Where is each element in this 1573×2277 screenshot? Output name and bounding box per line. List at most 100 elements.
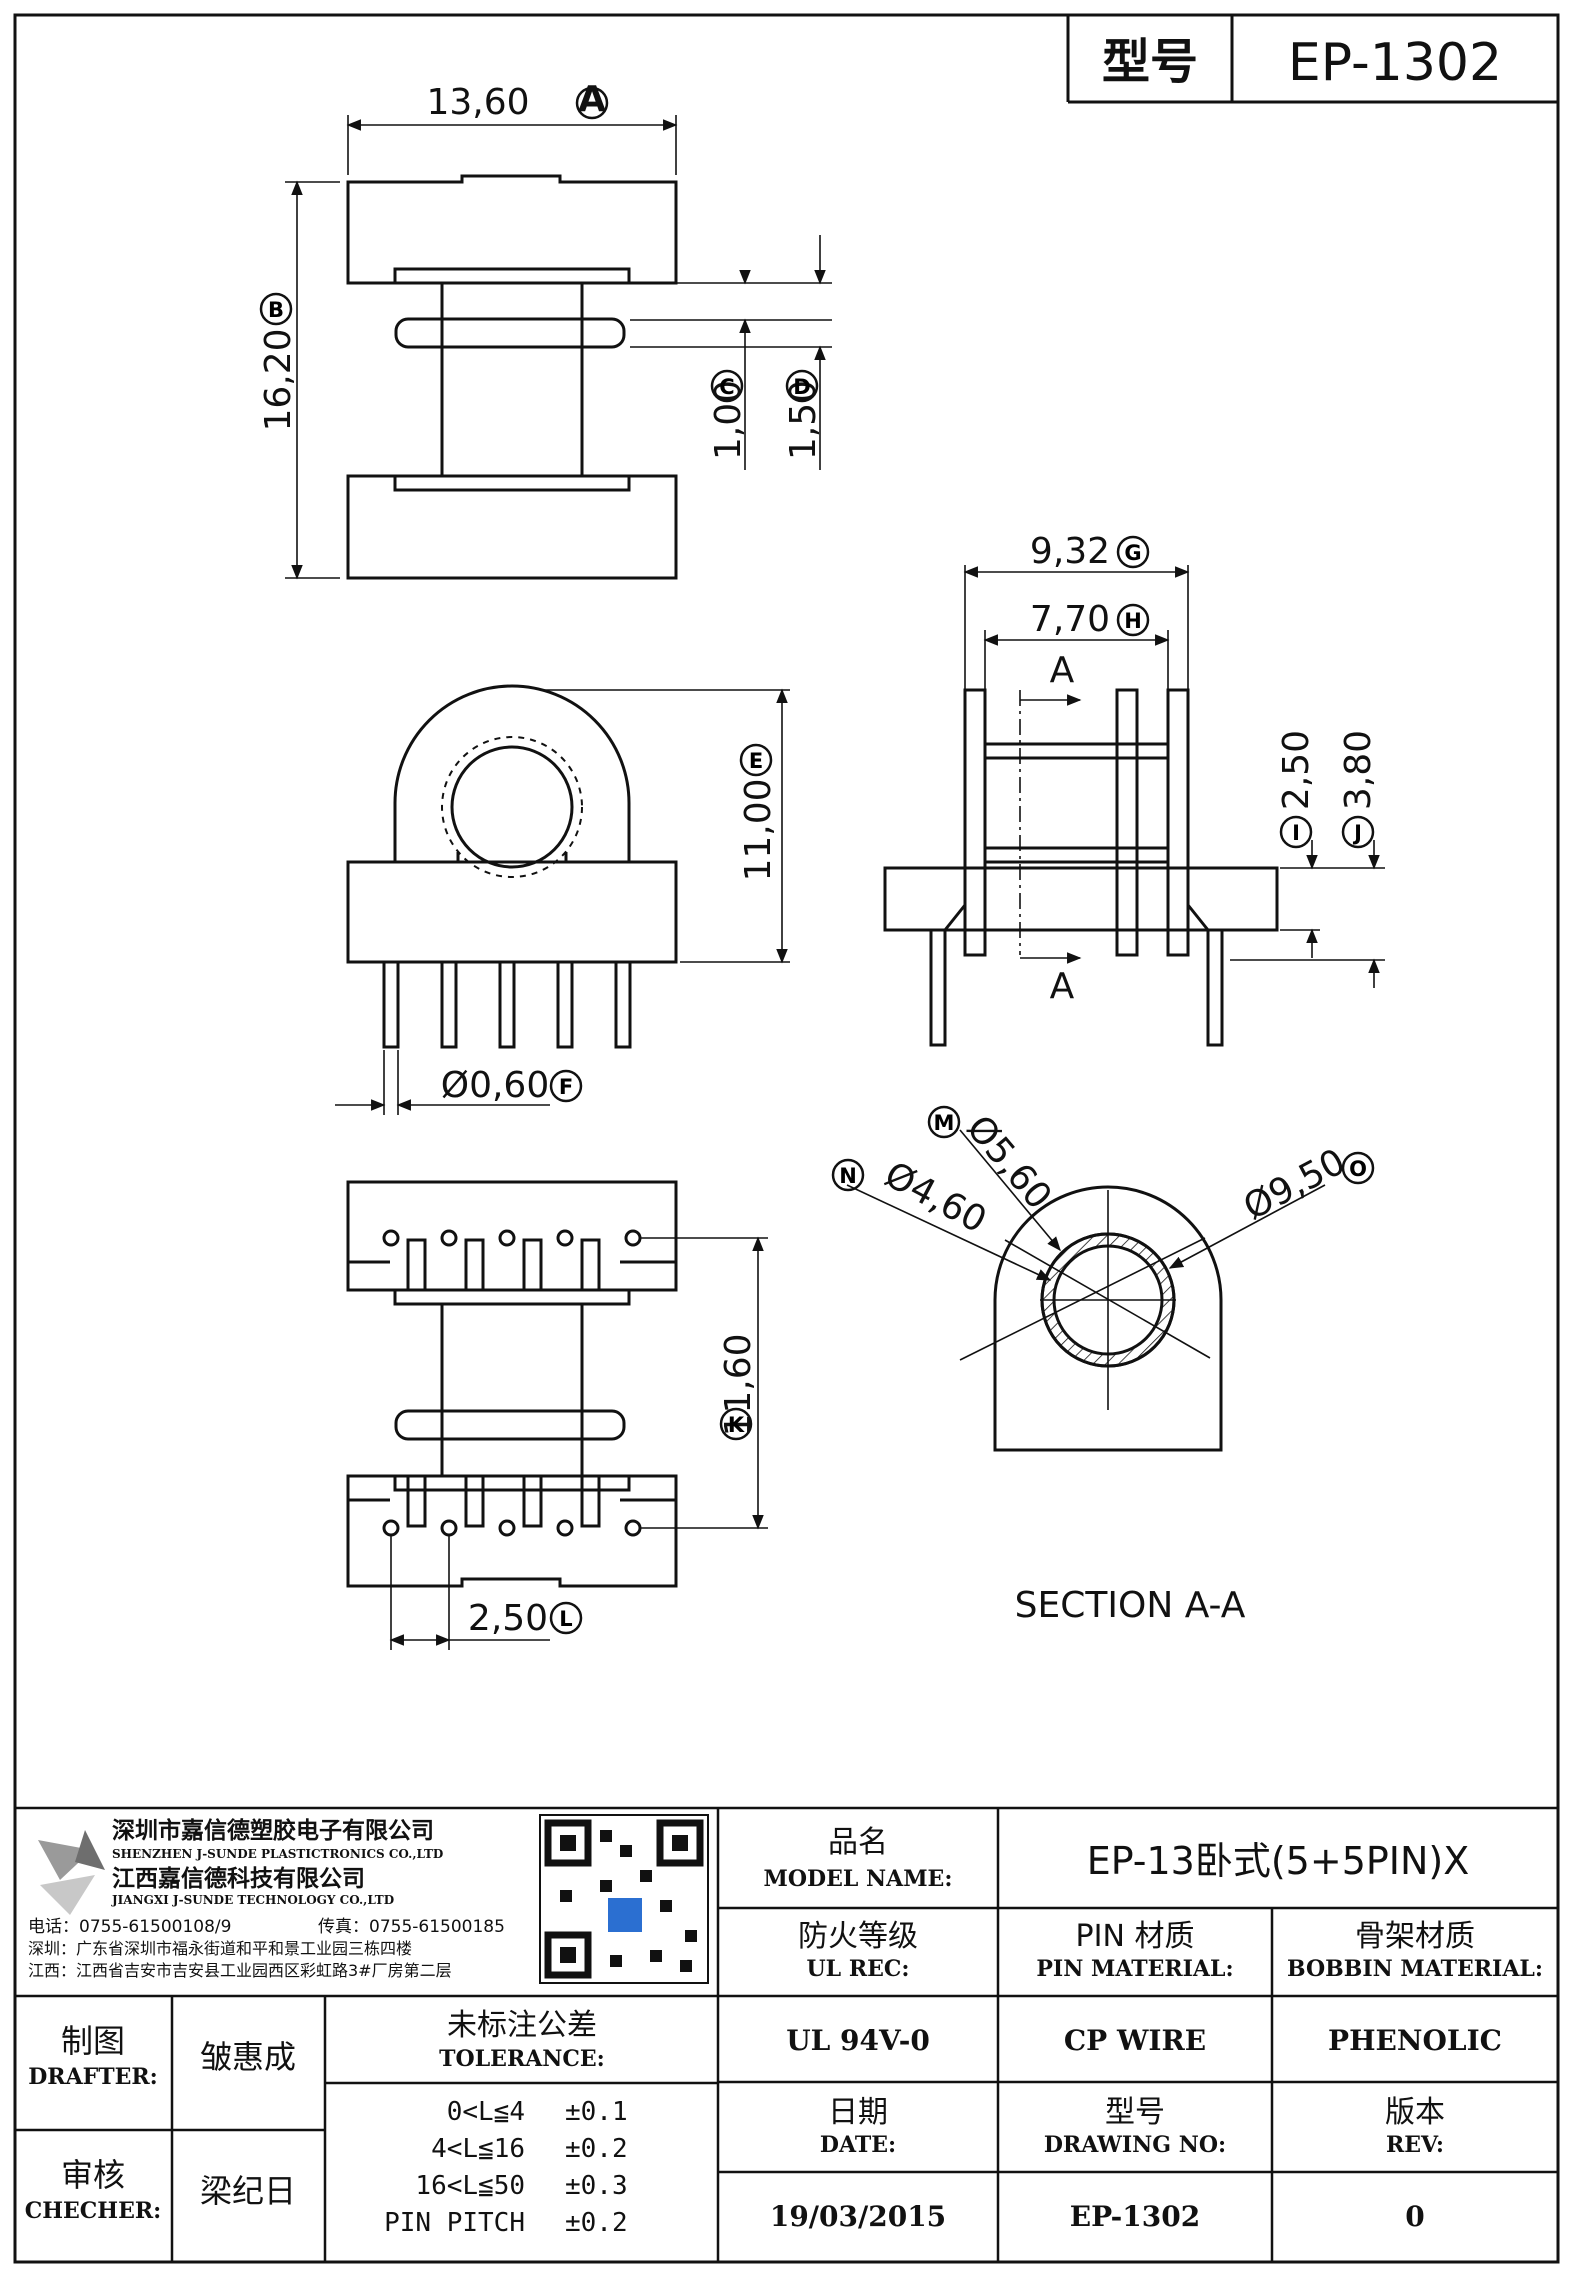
dim-f-value: Ø0,60 [441,1065,550,1106]
bobbin-material-label-cn: 骨架材质 [1355,1919,1475,1954]
qr-code [539,1814,709,1984]
date-label-cn: 日期 [828,2095,888,2130]
model-name-label-cn: 品名 [828,1825,888,1860]
dim-marker-letter: B [268,298,284,322]
dim-a-value: 13,60 [426,82,529,123]
dim-g-value: 9,32 [1030,531,1110,572]
dim-n-marker: N [831,1158,865,1192]
dim-o-value: Ø9,50 [1237,1141,1352,1228]
dim-marker-letter: M [934,1111,955,1135]
company-phone: 电话：0755-61500108/9 [28,1917,231,1937]
dim-marker-letter: O [1349,1157,1367,1181]
rev-label-en: REV: [1386,2132,1444,2158]
drafter-label-cn: 制图 [61,2022,125,2060]
tolerance-range: 0<L≦4 [447,2097,525,2127]
top-view-dimensions [285,115,832,580]
section-cut-label-bottom: A [1050,966,1075,1007]
drawing-no-value: EP-1302 [1070,2200,1200,2233]
tolerance-value: ±0.2 [565,2208,628,2238]
dim-h-value: 7,70 [1030,599,1110,640]
dim-marker-letter: A [578,79,606,120]
bottom-view [346,1180,678,1588]
dim-g-marker: G [1116,535,1150,569]
top-view [346,174,678,580]
dim-e-value: 11,00 [738,778,779,881]
dim-marker-letter: H [1124,609,1142,633]
company-logo [38,1830,105,1915]
tolerance-label-cn: 未标注公差 [447,2008,597,2043]
dim-i-marker: I [1279,815,1313,849]
company-address-jx: 江西：江西省吉安市吉安县工业园西区彩虹路3#厂房第二层 [28,1961,452,1980]
drawing-no-label-cn: 型号 [1105,2095,1165,2130]
bottom-view-dimensions [389,1236,768,1650]
company-name-cn: 深圳市嘉信德塑胶电子有限公司 [112,1817,434,1844]
checker-name: 梁纪日 [200,2172,296,2210]
dim-k-value: 11,60 [718,1333,759,1436]
dim-l-value: 2,50 [468,1598,548,1639]
dim-marker-letter: G [1124,541,1141,565]
front-view [346,684,678,1049]
dim-a-marker: A [575,79,609,120]
tolerance-label-en: TOLERANCE: [439,2046,605,2072]
dim-b-value: 16,20 [258,328,299,431]
drafter-name: 皱惠成 [200,2038,296,2076]
header-type-label: 型号 [1102,34,1198,90]
dim-marker-letter: D [793,375,810,399]
side-view-section-line [1019,690,1082,964]
checker-label-cn: 审核 [61,2156,125,2194]
ul-value: UL 94V-0 [786,2024,930,2057]
dim-f-marker: F [549,1069,583,1103]
title-block-grid [15,1806,1558,2262]
tolerance-table: 0<L≦4 ±0.1 4<L≦16 ±0.2 16<L≦50 ±0.3 PIN … [384,2097,628,2238]
tolerance-value: ±0.3 [565,2171,628,2201]
dim-marker-letter: I [1292,821,1300,845]
bobbin-material-value: PHENOLIC [1328,2024,1502,2057]
tolerance-range: PIN PITCH [384,2208,525,2238]
side-view [883,688,1279,1047]
dim-c-marker: C [710,369,744,403]
dim-j-marker: J [1341,815,1375,849]
pin-material-value: CP WIRE [1064,2024,1206,2057]
dim-k-marker: K [719,1407,753,1441]
drawing-border [13,13,1560,2264]
drafter-label-en: DRAFTER: [28,2064,158,2090]
dim-marker-letter: L [559,1607,572,1631]
ul-label-cn: 防火等级 [798,1919,918,1954]
company2-name-en: JIANGXI J-SUNDE TECHNOLOGY CO.,LTD [111,1893,394,1907]
rev-label-cn: 版本 [1385,2095,1445,2130]
pin-material-label-cn: PIN 材质 [1076,1919,1195,1954]
company-fax: 传真：0755-61500185 [318,1917,505,1937]
company-address-sz: 深圳：广东省深圳市福永街道和平和景工业园三栋四楼 [28,1939,412,1958]
dim-marker-letter: J [1352,821,1362,845]
model-name-value: EP-13卧式(5+5PIN)X [1087,1839,1470,1883]
section-leaders [846,1129,1326,1410]
tolerance-value: ±0.2 [565,2134,628,2164]
ul-label-en: UL REC: [807,1956,910,1982]
tolerance-range: 16<L≦50 [415,2171,525,2201]
dim-marker-letter: E [749,749,763,773]
model-name-label-en: MODEL NAME: [764,1866,953,1892]
bobbin-material-label-en: BOBBIN MATERIAL: [1287,1956,1543,1982]
dim-l-marker: L [549,1601,583,1635]
section-title: SECTION A-A [1015,1585,1246,1626]
dim-marker-letter: C [719,375,734,399]
dim-i-value: 2,50 [1276,730,1317,810]
dim-marker-letter: K [728,1413,745,1437]
tolerance-value: ±0.1 [565,2097,628,2127]
dim-j-value: 3,80 [1338,730,1379,810]
dim-marker-letter: N [839,1164,857,1188]
dim-h-marker: H [1116,603,1150,637]
front-view-dimensions [335,688,790,1115]
dim-o-marker: O [1341,1151,1375,1185]
dim-b-marker: B [259,292,293,326]
side-view-dimensions [963,565,1385,988]
rev-value: 0 [1405,2200,1424,2233]
date-label-en: DATE: [820,2132,896,2158]
section-cut-label-top: A [1050,650,1075,691]
checker-label-en: CHECHER: [25,2198,162,2224]
dim-marker-letter: F [559,1075,573,1099]
header-model-code: EP-1302 [1288,33,1502,93]
dim-d-marker: D [785,369,819,403]
dim-m-marker: M [927,1105,961,1139]
